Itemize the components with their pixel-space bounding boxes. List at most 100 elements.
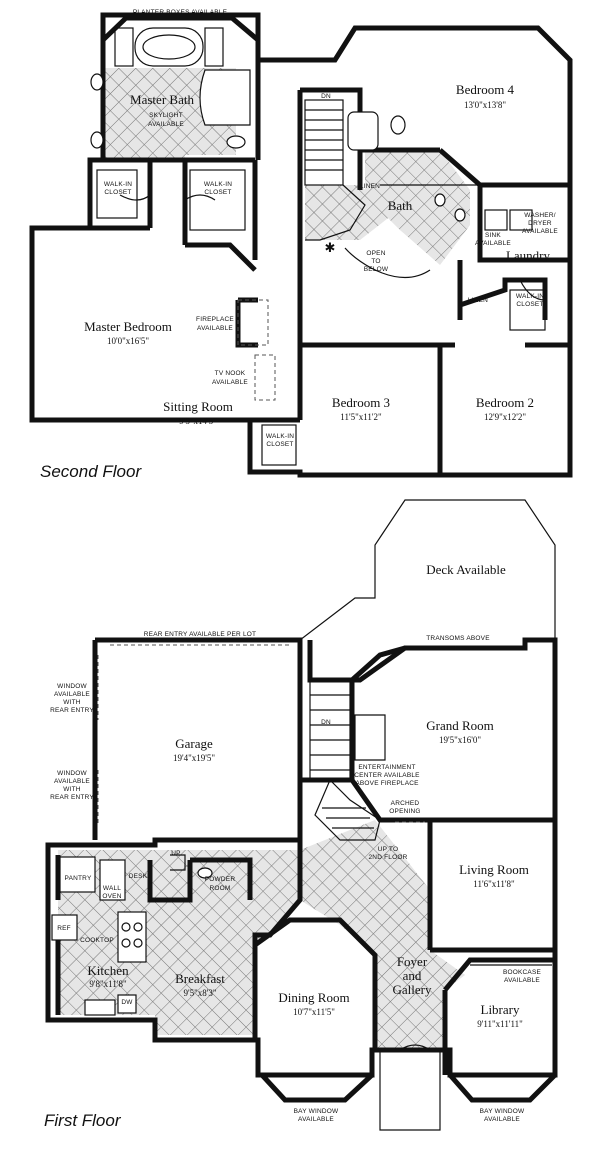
linen-a-note: LINEN <box>360 183 380 190</box>
bath-tub-upper <box>347 111 379 151</box>
rear-entry-note: REAR ENTRY AVAILABLE PER LOT <box>144 631 256 638</box>
grand-room-fireplace <box>354 714 386 761</box>
door-swing-4 <box>519 279 546 301</box>
room-bedroom-3-dim: 11'5"x11'2" <box>340 412 382 422</box>
window-b-note-4: REAR ENTRY <box>50 794 94 801</box>
first-floor-plan <box>45 499 558 1131</box>
wall-oven-note-1: WALL <box>103 885 121 892</box>
room-foyer-1: Foyer <box>397 954 428 969</box>
walkin-closet-d-shelf <box>509 289 546 331</box>
master-toilet <box>226 135 246 149</box>
grand-room-bay-wall <box>349 645 406 780</box>
walkin-d-note-2: CLOSET <box>516 301 543 308</box>
room-bedroom-3: Bedroom 3 <box>332 395 390 410</box>
ref-note: REF <box>57 925 71 932</box>
kitchen-sink <box>84 999 116 1016</box>
room-bath: Bath <box>388 198 413 213</box>
window-b-note-3: WITH <box>63 786 81 793</box>
arched-note-1: ARCHED <box>391 800 420 807</box>
room-sitting-room: Sitting Room <box>163 399 233 414</box>
transoms-note: TRANSOMS ABOVE <box>426 635 490 642</box>
second-floor-interior-walls <box>90 60 570 475</box>
room-living-room-dim: 11'6"x11'8" <box>473 879 515 889</box>
bath-sink-upper-2 <box>454 208 466 222</box>
refrigerator <box>51 914 78 941</box>
garage-window-dashes <box>97 644 290 825</box>
front-porch <box>379 1050 441 1131</box>
open-note-3: BELOW <box>364 266 389 273</box>
walkin-closet-c-shelf <box>261 424 297 466</box>
open-note-2: TO <box>371 258 380 265</box>
room-garage-dim: 19'4"x19'5" <box>173 753 215 763</box>
washer-note-3: AVAILABLE <box>522 228 558 235</box>
arched-note-2: OPENING <box>389 808 420 815</box>
cooktop-note: COOKTOP <box>80 937 114 944</box>
room-grand-room-dim: 19'5"x16'0" <box>439 735 481 745</box>
tvnook-note-2: AVAILABLE <box>212 379 248 386</box>
master-sink-right <box>90 131 104 149</box>
sink-note-1: SINK <box>485 232 501 239</box>
deck-note: Deck Available <box>426 562 506 577</box>
room-living-room: Living Room <box>459 862 529 877</box>
room-master-bath: Master Bath <box>130 92 194 107</box>
window-b-note-1: WINDOW <box>57 770 87 777</box>
dryer <box>509 209 533 231</box>
second-floor-exterior-wall <box>29 12 573 478</box>
second-floor-plan <box>29 12 573 478</box>
pantry-box <box>59 856 96 893</box>
door-swing-3 <box>231 247 256 271</box>
burner-3 <box>121 938 131 948</box>
bookcase-note-1: BOOKCASE <box>503 969 542 976</box>
room-kitchen: Kitchen <box>87 963 129 978</box>
bay-a-note-1: BAY WINDOW <box>294 1108 339 1115</box>
fireplace-outline <box>237 299 269 346</box>
room-breakfast-dim: 9'5"x8'3" <box>183 988 216 998</box>
powder-toilet <box>197 867 213 879</box>
bath-sink-upper-1 <box>434 193 446 207</box>
room-breakfast: Breakfast <box>175 971 225 986</box>
room-bedroom-4: Bedroom 4 <box>456 82 515 97</box>
second-floor-stair <box>304 99 431 278</box>
room-laundry: Laundry <box>506 248 551 263</box>
second-floor-title: Second Floor <box>40 462 142 481</box>
room-foyer-2: and <box>403 968 422 983</box>
room-master-bedroom-dim: 10'0"x16'5" <box>107 336 149 346</box>
dishwasher <box>117 994 137 1014</box>
tvnook-note-1: TV NOOK <box>215 370 246 377</box>
planter-box-right <box>204 27 224 67</box>
up-2nd-note-2: 2ND FLOOR <box>368 854 407 861</box>
powder-note-2: ROOM <box>209 885 230 892</box>
open-note-1: OPEN <box>366 250 385 257</box>
room-master-bedroom: Master Bedroom <box>84 319 172 334</box>
sink-note-2: AVAILABLE <box>475 240 511 247</box>
room-kitchen-dim: 9'8"x11'8" <box>89 979 127 989</box>
first-floor-title: First Floor <box>44 1111 122 1130</box>
walkin-closet-a-shelf <box>96 169 138 219</box>
bath-tile <box>365 150 470 265</box>
front-door-swing <box>399 1044 431 1051</box>
star-marker: ✱ <box>325 240 336 255</box>
garage-step <box>170 854 186 871</box>
room-bedroom-2: Bedroom 2 <box>476 395 534 410</box>
bay-b-note-1: BAY WINDOW <box>480 1108 525 1115</box>
fireplace-note-2: AVAILABLE <box>197 325 233 332</box>
skylight-note-1: SKYLIGHT <box>149 112 183 119</box>
door-swing-1 <box>119 194 151 201</box>
up-note: UP <box>171 850 180 857</box>
window-b-note-2: AVAILABLE <box>54 778 90 785</box>
washer-note-1: WASHER/ <box>524 212 556 219</box>
foyer-tile <box>300 820 465 1050</box>
walkin-b-note-2: CLOSET <box>204 189 231 196</box>
tub-basin-master <box>142 34 196 60</box>
room-library: Library <box>481 1002 520 1017</box>
wall-oven-note-2: OVEN <box>102 893 121 900</box>
room-dining-room: Dining Room <box>278 990 349 1005</box>
window-a-note-2: AVAILABLE <box>54 691 90 698</box>
window-a-note-4: REAR ENTRY <box>50 707 94 714</box>
walkin-a-note-1: WALK-IN <box>104 181 132 188</box>
room-bedroom-2-dim: 12'9"x12'2" <box>484 412 526 422</box>
linen-b-note: LINEN <box>468 297 488 304</box>
bookcase-note-2: AVAILABLE <box>504 977 540 984</box>
library-bay-wall <box>448 1073 557 1103</box>
